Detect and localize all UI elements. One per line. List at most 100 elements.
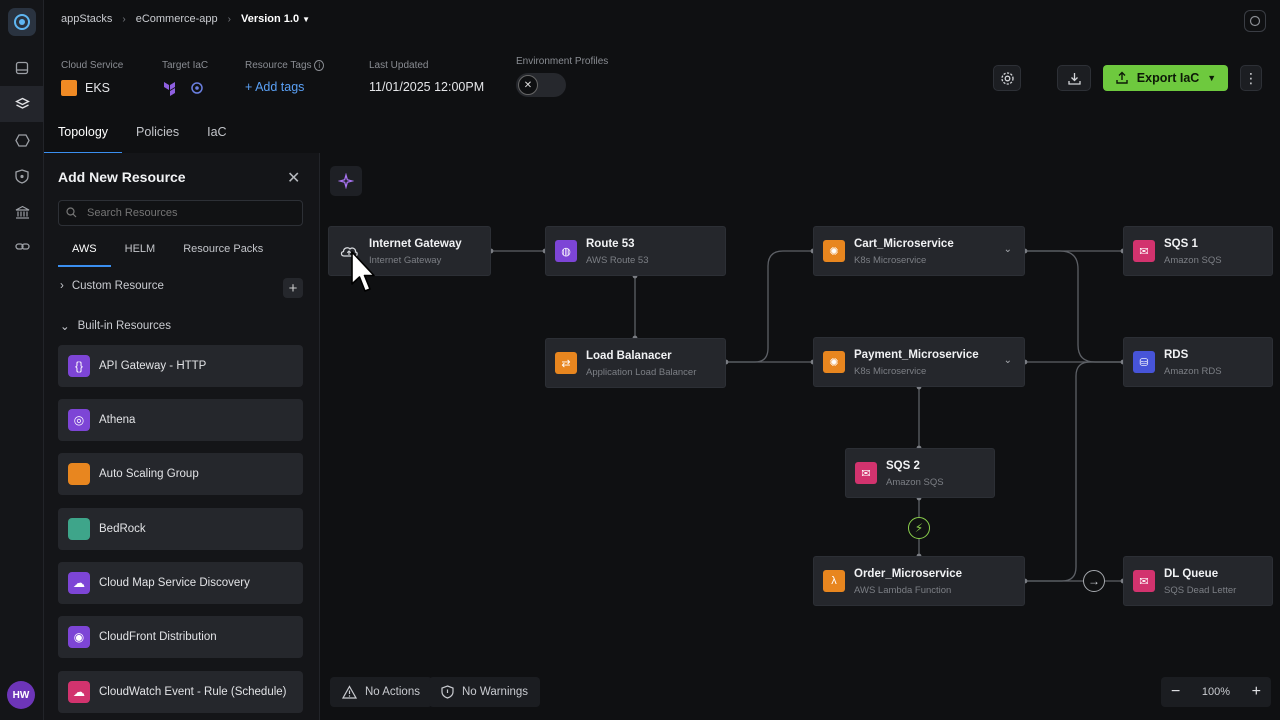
node-load-balancer[interactable]: ⇄ Load Balanacer Application Load Balanc… xyxy=(545,338,726,388)
cloud-service-value: EKS xyxy=(85,81,111,95)
tab-helm[interactable]: HELM xyxy=(124,243,156,255)
node-order-microservice[interactable]: λ Order_Microservice AWS Lambda Function xyxy=(813,556,1025,606)
link-icon[interactable] xyxy=(12,236,32,256)
node-title: Load Balanacer xyxy=(586,350,672,362)
target-iac-info: Target IaC xyxy=(162,60,208,96)
bank-icon[interactable] xyxy=(12,202,32,222)
cloudfront-icon: ◉ xyxy=(68,626,90,648)
cloud-upload-icon xyxy=(338,240,360,262)
resource-label: Cloud Map Service Discovery xyxy=(99,577,250,589)
actions-status[interactable]: No Actions xyxy=(330,677,432,707)
resource-label: CloudWatch Event - Rule (Schedule) xyxy=(99,686,287,698)
environment-profiles: Environment Profiles ✕ xyxy=(516,56,608,97)
warning-triangle-icon xyxy=(342,685,357,699)
node-subtitle: Amazon SQS xyxy=(1164,255,1222,266)
env-profiles-label: Environment Profiles xyxy=(516,56,609,67)
rds-icon: ⛁ xyxy=(1133,351,1155,373)
auto-scaling-icon xyxy=(68,463,90,485)
breadcrumb-project[interactable]: eCommerce-app xyxy=(135,13,218,25)
node-subtitle: K8s Microservice xyxy=(854,366,927,377)
zoom-out-button[interactable]: − xyxy=(1171,683,1181,700)
resource-item-cloudfront[interactable]: ◉ CloudFront Distribution xyxy=(58,616,303,658)
lightning-icon[interactable]: ⚡ xyxy=(908,517,930,539)
eks-icon xyxy=(61,80,77,96)
add-custom-resource-button[interactable]: + xyxy=(283,278,303,298)
arrow-right-icon[interactable]: → xyxy=(1083,570,1105,592)
version-selector[interactable]: Version 1.0 ▼ xyxy=(241,13,310,25)
export-iac-button[interactable]: Export IaC ▼ xyxy=(1103,65,1228,91)
resource-item-bedrock[interactable]: BedRock xyxy=(58,508,303,550)
node-sqs-1[interactable]: ✉ SQS 1 Amazon SQS xyxy=(1123,226,1273,276)
upload-icon xyxy=(1116,71,1128,84)
zoom-level: 100% xyxy=(1201,686,1231,698)
k8s-microservice-icon: ✺ xyxy=(823,240,845,262)
zoom-in-button[interactable]: + xyxy=(1251,683,1261,700)
node-dl-queue[interactable]: ✉ DL Queue SQS Dead Letter xyxy=(1123,556,1273,606)
resource-item-auto-scaling[interactable]: Auto Scaling Group xyxy=(58,453,303,495)
env-profiles-toggle[interactable]: ✕ xyxy=(516,73,566,97)
tab-resource-packs[interactable]: Resource Packs xyxy=(183,243,264,255)
custom-resource-section[interactable]: › Custom Resource xyxy=(60,280,164,292)
stacks-icon[interactable] xyxy=(0,86,44,122)
node-title: Route 53 xyxy=(586,238,635,250)
tab-iac[interactable]: IaC xyxy=(207,125,227,139)
more-options-button[interactable]: ⋮ xyxy=(1240,65,1262,91)
node-subtitle: SQS Dead Letter xyxy=(1164,585,1237,596)
last-updated-value: 11/01/2025 12:00PM xyxy=(369,80,485,94)
node-sqs-2[interactable]: ✉ SQS 2 Amazon SQS xyxy=(845,448,995,498)
hexagon-icon[interactable] xyxy=(12,130,32,150)
node-cart-microservice[interactable]: ✺ Cart_Microservice K8s Microservice ⌄ xyxy=(813,226,1025,276)
resource-item-api-gateway[interactable]: {} API Gateway - HTTP xyxy=(58,345,303,387)
node-title: SQS 1 xyxy=(1164,238,1198,250)
node-subtitle: AWS Lambda Function xyxy=(854,585,952,596)
search-icon xyxy=(66,207,77,218)
sqs-icon: ✉ xyxy=(855,462,877,484)
settings-button[interactable] xyxy=(993,65,1021,91)
sqs-icon: ✉ xyxy=(1133,570,1155,592)
kebab-icon: ⋮ xyxy=(1244,70,1258,86)
breadcrumb-app[interactable]: appStacks xyxy=(61,13,113,25)
custom-section-label: Custom Resource xyxy=(71,280,164,292)
target-iac-label: Target IaC xyxy=(162,60,209,71)
resource-label: Athena xyxy=(99,414,136,426)
resource-item-cloud-map[interactable]: ☁ Cloud Map Service Discovery xyxy=(58,562,303,604)
node-subtitle: AWS Route 53 xyxy=(586,255,649,266)
download-button[interactable] xyxy=(1057,65,1091,91)
search-input[interactable] xyxy=(58,200,303,226)
node-title: SQS 2 xyxy=(886,460,920,472)
node-title: Payment_Microservice xyxy=(854,349,979,361)
resource-label: BedRock xyxy=(99,523,146,535)
ai-assist-button[interactable] xyxy=(330,166,362,196)
gear-icon xyxy=(1000,71,1014,85)
tab-topology[interactable]: Topology xyxy=(44,122,123,154)
resource-item-athena[interactable]: ◎ Athena xyxy=(58,399,303,441)
shield-icon[interactable] xyxy=(12,166,32,186)
add-tags-link[interactable]: + Add tags xyxy=(245,80,305,94)
api-gateway-icon: {} xyxy=(68,355,90,377)
node-title: Cart_Microservice xyxy=(854,238,954,250)
chevron-down-icon[interactable]: ⌄ xyxy=(1003,244,1012,255)
app-logo-icon[interactable] xyxy=(8,8,36,36)
avatar[interactable]: HW xyxy=(7,681,35,709)
node-payment-microservice[interactable]: ✺ Payment_Microservice K8s Microservice … xyxy=(813,337,1025,387)
node-route-53[interactable]: ◍ Route 53 AWS Route 53 xyxy=(545,226,726,276)
warnings-label: No Warnings xyxy=(462,686,529,698)
dashboard-icon[interactable] xyxy=(12,58,32,78)
close-icon[interactable]: ✕ xyxy=(287,170,301,187)
terraform-icon xyxy=(164,82,175,96)
tab-aws[interactable]: AWS xyxy=(58,243,111,267)
cloud-map-icon: ☁ xyxy=(68,572,90,594)
warnings-status[interactable]: No Warnings xyxy=(429,677,541,707)
load-balancer-icon: ⇄ xyxy=(555,352,577,374)
panel-title: Add New Resource xyxy=(58,169,186,185)
chevron-down-icon: ⌄ xyxy=(60,321,70,333)
help-icon[interactable] xyxy=(1244,10,1266,32)
last-updated-label: Last Updated xyxy=(369,60,429,71)
resource-item-cloudwatch-event[interactable]: ☁ CloudWatch Event - Rule (Schedule) xyxy=(58,671,303,713)
tab-policies[interactable]: Policies xyxy=(136,125,180,139)
builtin-resources-section[interactable]: ⌄ Built-in Resources xyxy=(60,319,171,333)
chevron-down-icon[interactable]: ⌄ xyxy=(1003,355,1012,366)
actions-label: No Actions xyxy=(365,686,420,698)
helm-icon xyxy=(191,82,203,94)
node-rds[interactable]: ⛁ RDS Amazon RDS xyxy=(1123,337,1273,387)
